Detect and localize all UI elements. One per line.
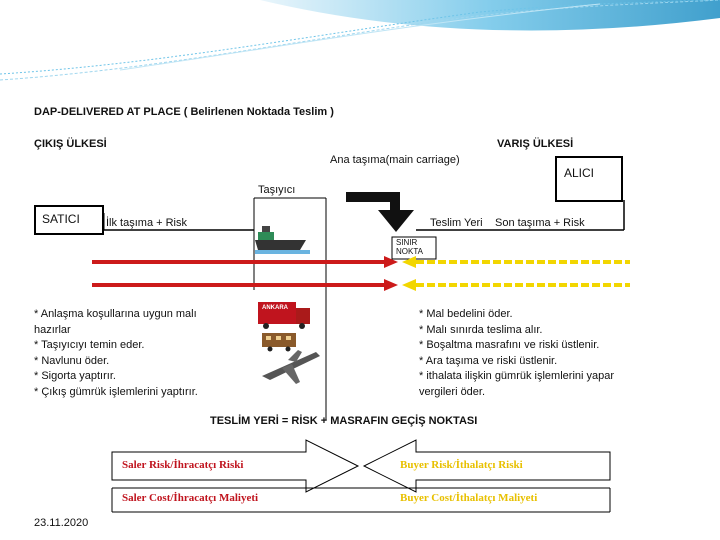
list-item: * Taşıyıcıyı temin eder. (34, 339, 145, 351)
border-point-label: SINIR NOKTA (396, 238, 423, 256)
date-label: 23.11.2020 (34, 517, 89, 529)
list-item: * Malı sınırda teslima alır. (419, 323, 543, 336)
buyer-duties-list: * Mal bedelini öder. * Malı sınırda tesl… (419, 307, 659, 400)
main-carriage-label: Ana taşıma(main carriage) (330, 154, 460, 166)
seller-label: SATICI (42, 212, 80, 226)
buyer-cost-label: Buyer Cost/İthalatçı Maliyeti (400, 492, 538, 504)
list-item: hazırlar (34, 323, 71, 336)
header-wave-decoration (0, 0, 720, 81)
truck-icon (258, 302, 310, 329)
risk-arrow (111, 439, 611, 493)
delivery-place-label: Teslim Yeri (430, 217, 483, 229)
list-item: * Boşaltma masrafını ve riski üstlenir. (419, 339, 600, 351)
seller-risk-label: Saler Risk/İhracatçı Riski (122, 459, 244, 471)
train-icon (262, 333, 296, 352)
buyer-label: ALICI (564, 166, 595, 180)
truck-label: ANKARA (262, 305, 288, 311)
list-item: * Mal bedelini öder. (419, 308, 513, 320)
first-carriage-label: İlk taşıma + Risk (106, 217, 187, 229)
import-country-label: VARIŞ ÜLKESİ (497, 138, 574, 150)
seller-cost-label: Saler Cost/İhracatçı Maliyeti (122, 492, 259, 504)
seller-box (34, 205, 104, 235)
carrier-label: Taşıyıcı (258, 184, 296, 196)
transfer-point-label: TESLİM YERİ = RİSK + MASRAFIN GEÇİŞ NOKT… (210, 415, 478, 427)
plane-icon (262, 350, 320, 384)
last-carriage-label: Son taşıma + Risk (495, 217, 585, 229)
list-item: * Navlunu öder. (34, 354, 110, 367)
buyer-risk-label: Buyer Risk/İthalatçı Riski (400, 459, 523, 471)
list-item: * Ara taşıma ve riski üstlenir. (419, 354, 558, 367)
seller-duties-list: * Anlaşma koşullarına uygun malı hazırla… (34, 307, 244, 400)
list-item: * Çıkış gümrük işlemlerini yaptırır. (34, 385, 198, 398)
cost-arrow (111, 487, 611, 513)
border-point-line-1: SINIR (396, 238, 418, 247)
list-item: * Sigorta yaptırır. (34, 370, 116, 382)
export-country-label: ÇIKIŞ ÜLKESİ (34, 138, 107, 150)
ship-icon (255, 226, 310, 254)
page-title: DAP-DELIVERED AT PLACE ( Belirlenen Nokt… (34, 106, 334, 118)
list-item: vergileri öder. (419, 385, 486, 398)
list-item: * Anlaşma koşullarına uygun malı (34, 308, 197, 320)
border-point-line-2: NOKTA (396, 247, 423, 256)
list-item: * ithalata ilişkin gümrük işlemlerini ya… (419, 370, 615, 382)
